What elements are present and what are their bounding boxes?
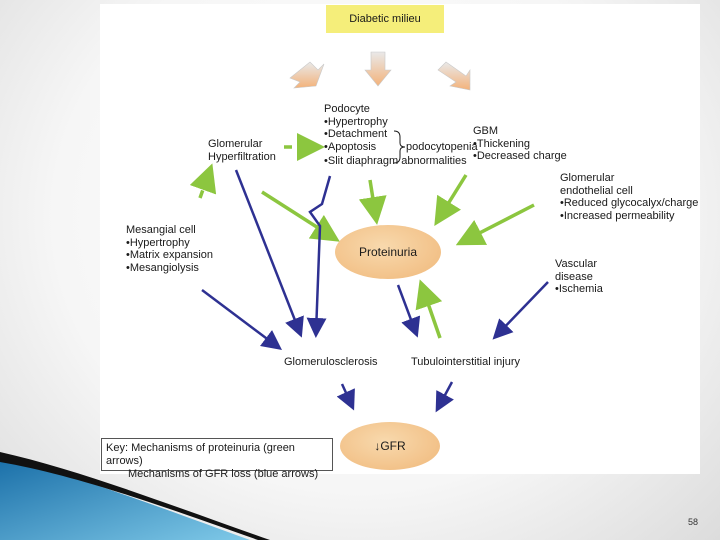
blue-arrow-tubulointerstitial-gfr [435,381,454,413]
gfr-node: ↓GFR [340,422,440,470]
podocyte-item: •Detachment [324,128,388,140]
blue-arrow-proteinuria-tubulointerstitial [396,284,421,338]
podocyte-heading: Podocyte [324,103,370,115]
page-number: 58 [688,517,699,527]
endothelial-heading: endothelial cell [560,184,633,197]
podocyte-item: •Apoptosis [324,140,377,153]
diabetic-milieu-box: Diabetic milieu [326,5,444,33]
mesangial-block: Mesangial cell •Hypertrophy •Matrix expa… [126,224,213,274]
key-legend: Key: Mechanisms of proteinuria (green ar… [101,438,333,480]
blue-arrow-vascular-tubulointerstitial [492,281,549,340]
podocyte-block: Podocyte •Hypertrophy •Detachment •Apopt… [324,103,388,153]
podocyte-item: •Slit diaphragm abnormalities [324,155,467,167]
green-arrows [189,133,535,339]
key-line-1: Key: Mechanisms of proteinuria (green ar… [106,442,295,467]
mesangial-heading: Mesangial cell [126,224,196,236]
gbm-item: •Decreased charge [473,150,567,162]
podocytopenia-label: podocytopenia [406,141,478,153]
endothelial-item: •Increased permeability [560,209,675,222]
blue-arrows [201,169,549,413]
gbm-item: •Thickening [473,137,531,150]
hyperfiltration-line: Hyperfiltration [208,150,276,163]
green-arrow-podocyte-proteinuria [358,179,387,225]
podocytopenia-brace [393,130,406,164]
mesangial-item: •Matrix expansion [126,249,214,261]
key-line-2: Mechanisms of GFR loss (blue arrows) [128,468,319,480]
corner-swoosh [0,452,270,540]
blue-arrow-hyperfiltration-glomerulosclerosis [234,169,304,338]
endothelial-block: Glomerular endothelial cell •Reduced gly… [560,172,698,222]
gbm-heading: GBM [473,125,499,137]
blue-arrow-glomerulosclerosis-gfr [336,383,355,411]
mesangial-item: •Mesangiolysis [126,261,199,274]
glomerular-hyperfiltration-label: Glomerular Hyperfiltration [208,138,276,163]
gbm-block: GBM •Thickening •Decreased charge [473,125,567,163]
green-arrow-mesangial-hyperfiltration [189,163,217,199]
green-arrow-gbm-proteinuria [434,174,468,226]
podocyte-item: •Hypertrophy [324,115,388,128]
hyperfiltration-line: Glomerular [208,138,263,150]
glomerulosclerosis-label: Glomerulosclerosis [284,356,378,368]
endothelial-heading: Glomerular [560,172,615,184]
blue-arrow-mesangial-glomerulosclerosis [201,289,282,350]
vascular-heading: Vascular [555,258,597,270]
endothelial-item: •Reduced glycocalyx/charge [560,197,699,209]
green-arrow-hyperfiltration-proteinuria [261,190,340,242]
green-arrow-tubulointerstitial-proteinuria [415,279,443,339]
milieu-arrows [289,51,471,91]
proteinuria-node: Proteinuria [335,225,441,279]
blue-arrow-podocyte-glomerulosclerosis [306,175,332,338]
green-arrow-endothelial-proteinuria [455,203,535,246]
vascular-heading: disease [555,270,593,283]
tubulointerstitial-label: Tubulointerstitial injury [411,356,521,368]
mesangial-item: •Hypertrophy [126,236,190,249]
vascular-block: Vascular disease •Ischemia [555,258,603,296]
vascular-item: •Ischemia [555,283,603,295]
